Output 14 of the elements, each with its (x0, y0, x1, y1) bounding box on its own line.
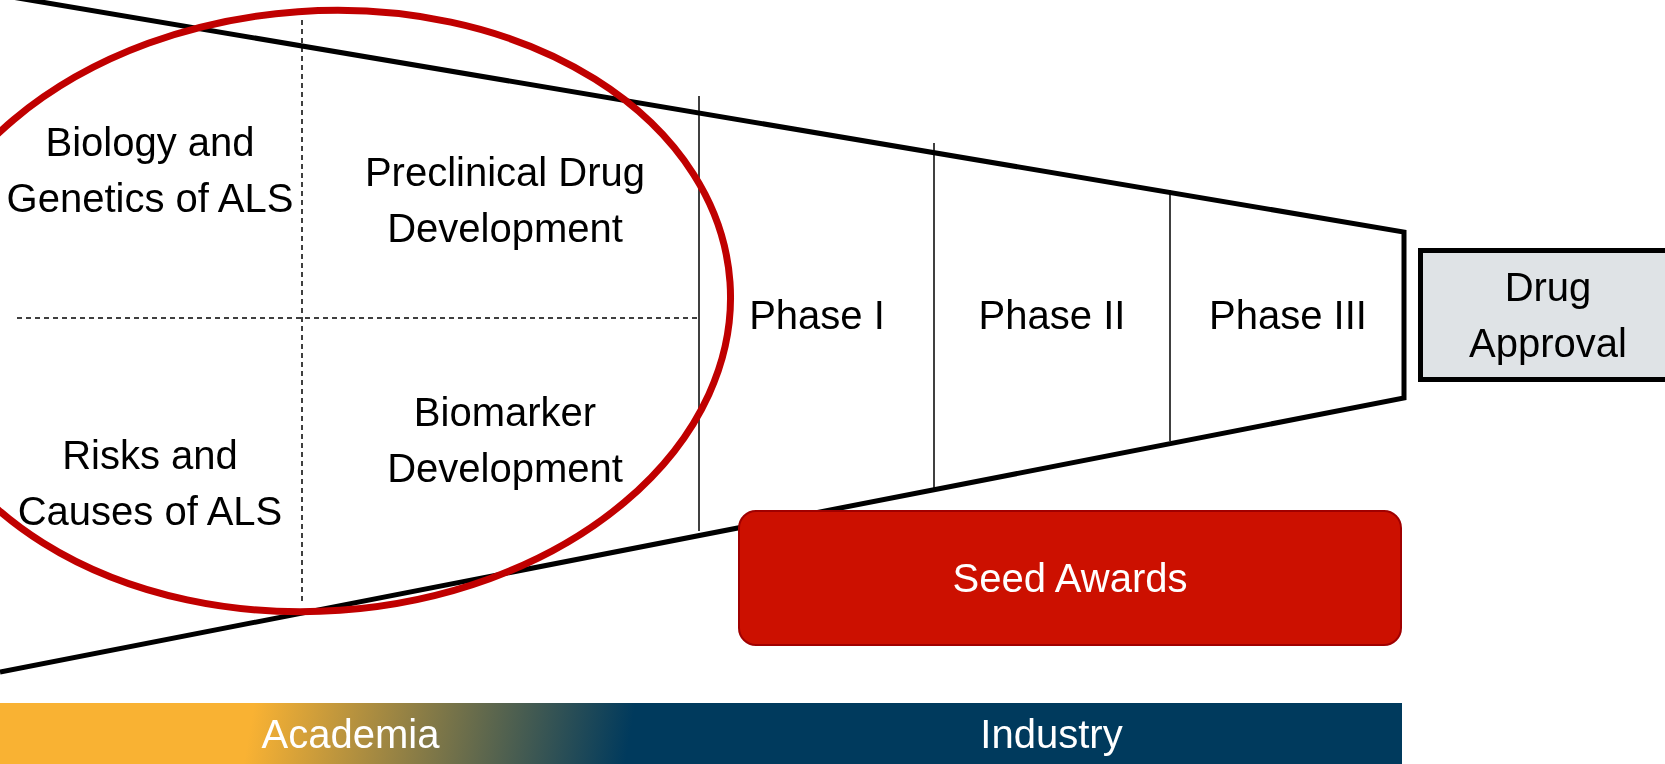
stage-label: Biomarker Development (386, 389, 624, 492)
stage-label: Phase III (1209, 292, 1367, 339)
gradient-band (0, 703, 1402, 764)
award-banner (738, 510, 1402, 646)
banner-label: Seed Awards (952, 555, 1188, 602)
stage-label: Risks and Causes of ALS (16, 431, 284, 535)
sector-label: Industry (979, 710, 1124, 758)
stage-label: Biology and Genetics of ALS (5, 119, 295, 222)
sector-label: Academia (260, 710, 441, 758)
stage-label: Phase II (978, 292, 1126, 339)
stage-label: Phase I (749, 292, 885, 339)
stage-label: Drug Approval (1468, 264, 1628, 367)
stage-box (1418, 248, 1665, 382)
stage-label: Preclinical Drug Development (363, 149, 647, 252)
